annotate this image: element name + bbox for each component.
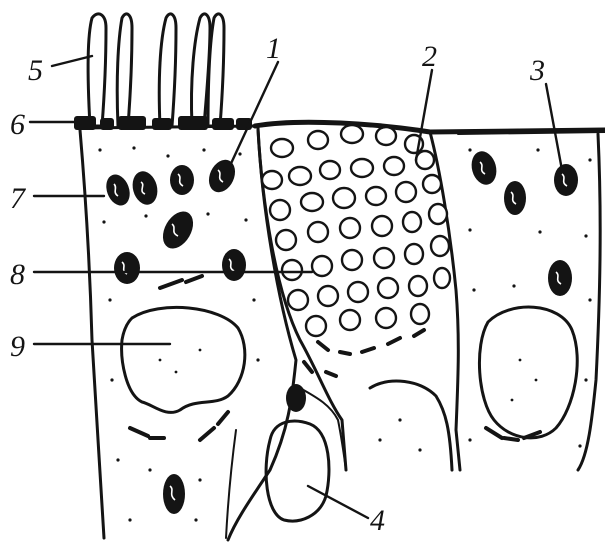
callout-2: 2 <box>422 40 437 73</box>
callout-7: 7 <box>10 182 27 215</box>
goblet-nucleus <box>304 330 424 376</box>
cell-outlines <box>80 122 605 540</box>
basal-cell-nucleus <box>266 421 329 521</box>
callout-6: 6 <box>10 108 25 141</box>
callout-1: 1 <box>266 32 281 65</box>
leader-3 <box>546 84 562 170</box>
vacuoles <box>122 307 578 521</box>
vacuole-right <box>479 307 577 438</box>
leader-2 <box>416 70 432 160</box>
callout-8: 8 <box>10 258 25 291</box>
callout-3: 3 <box>529 54 545 87</box>
callout-5: 5 <box>28 54 43 87</box>
basal-cell-outline <box>370 381 452 470</box>
cilium-2 <box>117 14 132 126</box>
cell-border-lower <box>226 430 236 538</box>
callout-9: 9 <box>10 330 25 363</box>
leader-1 <box>228 62 278 170</box>
cilium-3 <box>159 14 176 126</box>
cilia-group <box>88 14 224 126</box>
callout-4: 4 <box>370 504 385 537</box>
basal-cell-inner-line <box>300 388 346 470</box>
ciliated-cell-left-wall <box>80 130 104 538</box>
vacuole-left <box>122 307 245 412</box>
cilium-1 <box>88 14 106 126</box>
mucus-granules <box>262 125 450 336</box>
leader-5 <box>52 56 92 66</box>
right-cell-right-wall <box>578 134 600 470</box>
